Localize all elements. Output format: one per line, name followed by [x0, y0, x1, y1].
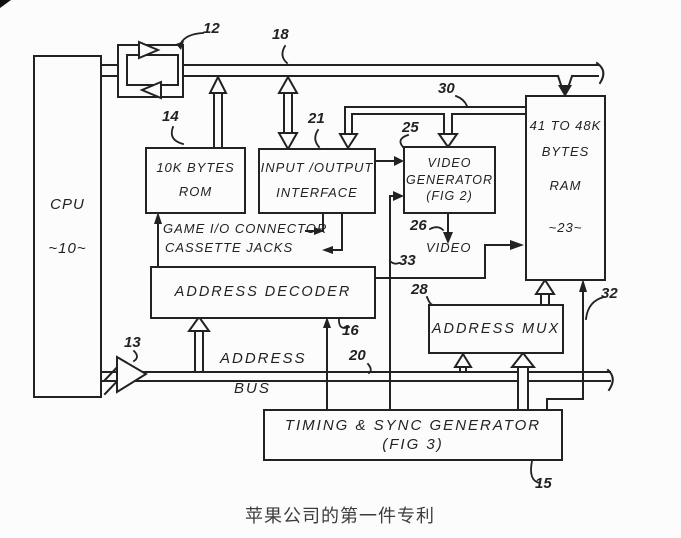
- arrow-bus-decoder: [187, 315, 211, 373]
- arrow-video-out: [443, 213, 453, 244]
- ref-13: 13: [124, 334, 141, 351]
- data-bus-18: [101, 61, 605, 97]
- ref-20: 20: [349, 347, 366, 364]
- wire-32-timing-ram: [546, 279, 587, 410]
- cassette-jacks-label: CASSETTE JACKS: [165, 240, 294, 255]
- wire-game-connector: [305, 213, 324, 235]
- address-decoder-block: ADDRESS DECODER: [150, 266, 376, 319]
- io-interface-block: INPUT /OUTPUT INTERFACE: [258, 148, 376, 214]
- arrow-mux-ram: [534, 278, 556, 305]
- timing-sync-generator-block: TIMING & SYNC GENERATOR (FIG 3): [263, 409, 563, 461]
- leader-lines: [132, 32, 606, 485]
- ref-16: 16: [342, 322, 359, 339]
- bidirectional-buffer-12: [117, 40, 184, 100]
- address-bus-label-line2: BUS: [234, 380, 271, 397]
- address-mux-block: ADDRESS MUX: [428, 304, 564, 354]
- io-line1: INPUT /OUTPUT: [260, 160, 374, 176]
- ref-26: 26: [410, 217, 427, 234]
- ref-18: 18: [272, 26, 289, 43]
- io-line2: INTERFACE: [276, 185, 358, 200]
- cpu-ref: ~10~: [48, 239, 87, 257]
- ram-ref: ~23~: [548, 219, 583, 235]
- address-bus-label-line1: ADDRESS: [220, 350, 307, 367]
- cpu-block: CPU ~10~: [33, 55, 102, 398]
- address-buffer-13: [116, 355, 148, 394]
- timing-line2: (FIG 3): [382, 436, 444, 453]
- scan-artifact: [0, 0, 11, 8]
- cpu-label: CPU: [50, 196, 85, 214]
- ref-14: 14: [162, 108, 179, 125]
- ref-15: 15: [535, 475, 552, 492]
- rom-block: 10K BYTES ROM: [145, 147, 246, 214]
- arrow-decoder-ram: [375, 240, 524, 279]
- decoder-line1: ADDRESS DECODER: [174, 284, 352, 301]
- ref-12: 12: [203, 20, 220, 37]
- ref-32: 32: [601, 285, 618, 302]
- wire-cassette-jacks: [322, 213, 343, 254]
- arrow-io-databus: [277, 74, 299, 152]
- mux-line1: ADDRESS MUX: [431, 320, 561, 337]
- arrow-bus-mux: [453, 352, 473, 373]
- ref-30: 30: [438, 80, 455, 97]
- ram-line1: 41 TO 48K: [529, 118, 602, 133]
- video-line3: (FIG 2): [426, 189, 473, 204]
- peripheral-bus-30: [338, 106, 526, 150]
- arrow-decoder-rom: [154, 212, 162, 267]
- ref-25: 25: [402, 119, 419, 136]
- timing-line1: TIMING & SYNC GENERATOR: [284, 416, 542, 434]
- video-generator-block: VIDEO GENERATOR (FIG 2): [403, 146, 496, 214]
- ref-33: 33: [399, 252, 416, 269]
- ref-28: 28: [411, 281, 428, 298]
- wire-33-timing-video: [389, 191, 404, 410]
- arrow-io-video: [375, 156, 404, 166]
- arrow-timing-decoder: [323, 317, 331, 410]
- ram-line2: BYTES: [541, 143, 590, 159]
- figure-caption: 苹果公司的第一件专利: [245, 506, 435, 527]
- video-line1: VIDEO: [427, 156, 472, 171]
- rom-line1: 10K BYTES: [156, 160, 235, 176]
- video-line2: GENERATOR: [405, 172, 494, 187]
- arrow-rom-databus: [208, 74, 228, 148]
- ref-21: 21: [308, 110, 325, 127]
- ram-block: 41 TO 48K BYTES RAM ~23~: [525, 95, 606, 281]
- video-out-label: VIDEO: [426, 240, 472, 255]
- ram-line3: RAM: [549, 177, 582, 193]
- game-io-connector-label: GAME I/O CONNECTOR: [163, 221, 328, 236]
- arrow-timing-mux: [509, 351, 537, 410]
- rom-line2: ROM: [178, 184, 213, 199]
- address-bus-20: [101, 355, 614, 396]
